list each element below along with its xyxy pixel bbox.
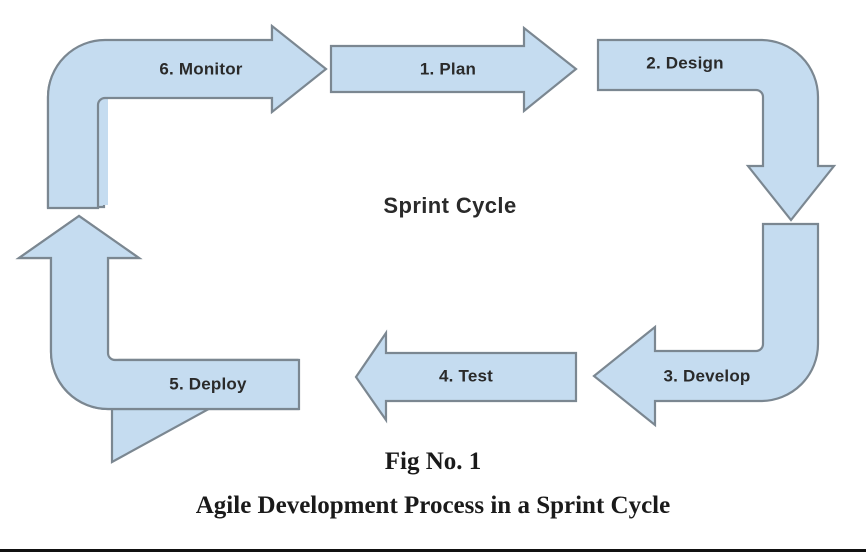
caption-figure-number: Fig No. 1 bbox=[384, 448, 482, 475]
develop-arrow-path[interactable] bbox=[592, 222, 820, 428]
step-label-plan: 1. Plan bbox=[420, 59, 476, 78]
step-shape-design[interactable]: 2. Design bbox=[596, 38, 837, 222]
monitor-arrow-outline bbox=[46, 23, 328, 210]
step-label-develop: 3. Develop bbox=[663, 366, 750, 385]
step-shape-test[interactable]: 4. Test bbox=[354, 329, 578, 424]
step-shape-plan[interactable]: 1. Plan bbox=[329, 25, 578, 114]
step-shape-monitor-outline: 6. Monitor bbox=[46, 23, 328, 210]
step-label-deploy-text: 5. Deploy bbox=[169, 374, 247, 393]
deploy-arrow-outline bbox=[15, 214, 301, 411]
step-label-monitor-text: 6. Monitor bbox=[159, 59, 242, 78]
plan-arrow-path[interactable] bbox=[329, 25, 578, 114]
step-label-design: 2. Design bbox=[646, 53, 723, 72]
design-arrow-path[interactable] bbox=[596, 38, 837, 222]
step-shape-develop[interactable]: 3. Develop bbox=[592, 222, 820, 428]
step-shape-deploy-outline: 5. Deploy bbox=[15, 214, 301, 411]
step-label-test: 4. Test bbox=[439, 366, 493, 385]
caption-figure-title: Agile Development Process in a Sprint Cy… bbox=[195, 492, 671, 519]
center-label-sprint-cycle: Sprint Cycle bbox=[383, 193, 516, 218]
test-arrow-path[interactable] bbox=[354, 329, 578, 424]
monitor-arrow-inner-curve bbox=[100, 99, 108, 205]
